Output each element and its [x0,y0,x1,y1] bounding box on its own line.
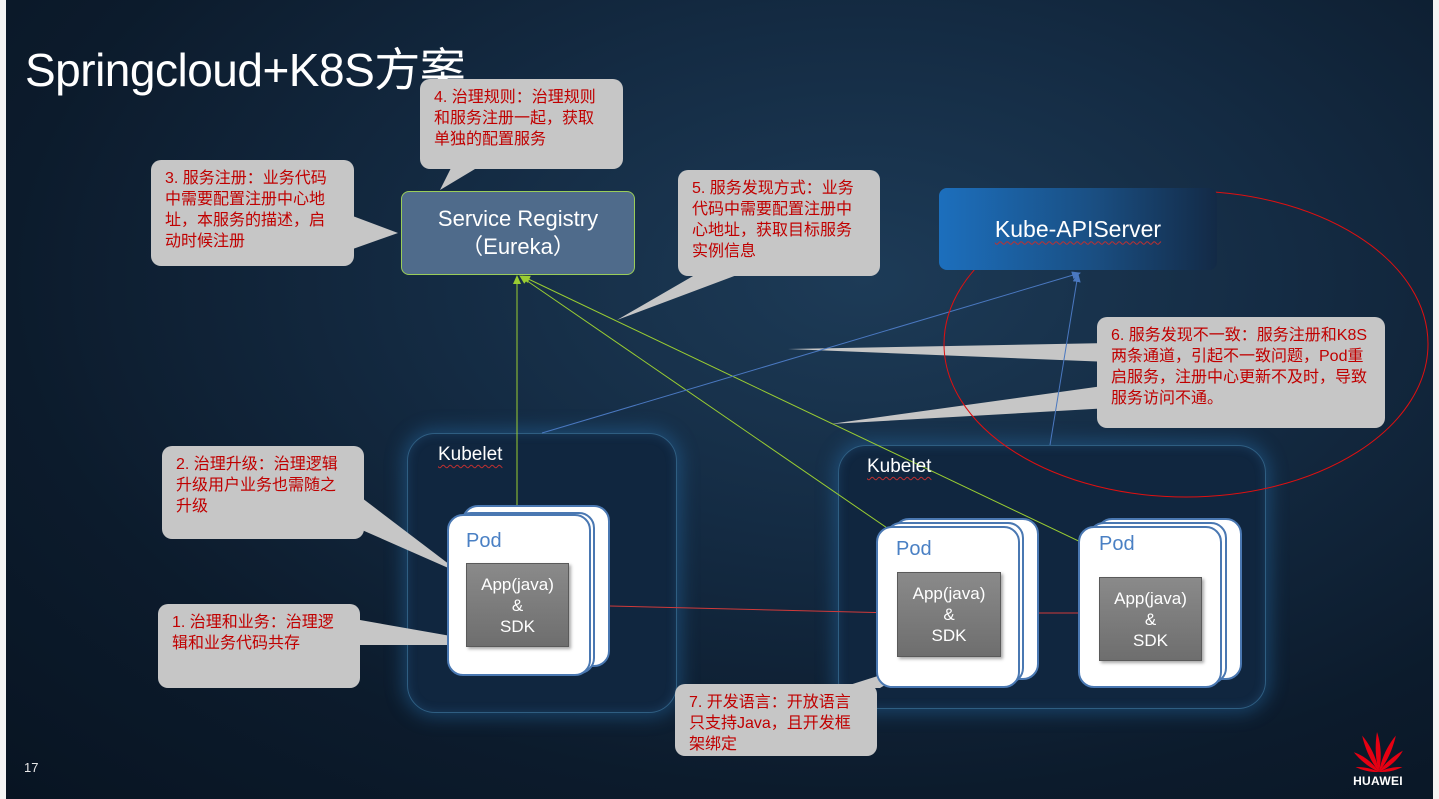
right-frame-edge [1433,0,1439,799]
pod-right-label: Pod [1099,533,1135,555]
app-right-line3: SDK [1133,630,1168,650]
callout-1-governance-and-business: 1. 治理和业务：治理逻辑和业务代码共存 [158,604,360,688]
kube-apiserver-label: Kube-APIServer [994,215,1162,242]
callout-5-tail [617,272,745,320]
call-arrow-1 [567,604,897,617]
app-left-box: App(java) & SDK [466,563,569,647]
app-middle-line2: & [943,605,955,624]
callout-5-service-discovery: 5. 服务发现方式：业务代码中需要配置注册中心地址，获取目标服务实例信息 [678,170,880,276]
app-right-line2: & [1144,609,1157,629]
slide-title: Springcloud+K8S方案 [25,44,466,96]
app-right-line1: App(java) [1114,588,1187,608]
callout-2-tail [362,498,462,574]
registry-link-right-pod [521,275,1151,576]
left-frame-edge [0,0,6,799]
service-registry-sublabel: （Eureka） [461,234,575,259]
apiserver-link-left-kubelet [541,271,1081,434]
callout-6-discovery-inconsistency: 6. 服务发现不一致：服务注册和K8S两条通道，引起不一致问题，Pod重启服务，… [1097,317,1385,428]
callout-3-service-registration: 3. 服务注册：业务代码中需要配置注册中心地址，本服务的描述，启动时候注册 [151,160,354,266]
apiserver-link-right-kubelet [1049,273,1081,446]
app-left-line1: App(java) [481,574,554,594]
callout-3-tail [350,215,398,250]
app-right-box: App(java) & SDK [1099,577,1202,661]
pod-left-label: Pod [466,530,502,552]
service-registry-node: Service Registry （Eureka） [401,191,635,275]
callout-4-governance-rules: 4. 治理规则：治理规则和服务注册一起，获取单独的配置服务 [420,79,623,169]
app-left-line2: & [511,595,524,615]
app-middle-line3: SDK [931,626,967,645]
kube-apiserver-node: Kube-APIServer [939,188,1217,270]
huawei-wordmark: HUAWEI [1353,774,1403,788]
page-number: 17 [24,760,39,775]
service-registry-label: Service Registry [437,206,599,231]
callout-2-governance-upgrade: 2. 治理升级：治理逻辑升级用户业务也需随之升级 [162,446,364,539]
callout-7-development-language: 7. 开发语言：开放语言只支持Java，且开发框架绑定 [675,684,877,756]
pod-middle-label: Pod [896,538,932,560]
huawei-logo-icon [1353,732,1403,773]
kubelet-left-label: Kubelet [438,444,503,465]
app-left-line3: SDK [500,616,535,636]
app-middle-box: App(java) & SDK [897,572,1001,657]
callout-6-tail-a [788,343,1110,362]
callout-6-tail-b [830,385,1110,424]
kubelet-right-label: Kubelet [867,456,932,477]
registry-link-middle-pod [519,275,891,531]
app-middle-line1: App(java) [912,584,986,603]
